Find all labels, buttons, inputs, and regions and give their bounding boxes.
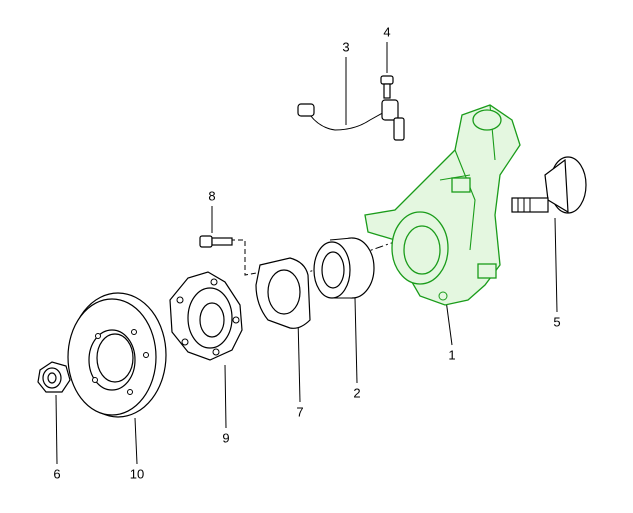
leader-5	[554, 217, 558, 313]
leader-2	[354, 297, 358, 384]
callout-5: 5	[553, 314, 561, 330]
callout-8: 8	[208, 188, 216, 204]
bolt-icon	[199, 235, 233, 248]
callout-2: 2	[353, 385, 361, 401]
speed-sensor-icon	[297, 99, 405, 141]
callout-9: 9	[222, 430, 230, 446]
hub-nut-icon	[37, 361, 71, 393]
leader-9	[224, 364, 227, 429]
sensor-screw-icon	[380, 75, 394, 99]
ball-joint-icon	[511, 156, 587, 214]
callout-3: 3	[342, 39, 350, 55]
steering-knuckle-icon	[364, 104, 521, 306]
callout-1: 1	[448, 347, 456, 363]
wheel-bearing-icon	[313, 237, 375, 299]
leader-6	[55, 394, 58, 465]
wheel-hub-icon	[169, 271, 243, 361]
callout-6: 6	[53, 466, 61, 482]
callout-4: 4	[383, 24, 391, 40]
callout-10: 10	[129, 466, 145, 482]
leader-1	[445, 299, 453, 346]
brake-disc-icon	[67, 292, 167, 418]
bolt-axis-line	[230, 239, 263, 276]
cover-plate-icon	[255, 257, 311, 329]
callout-7: 7	[296, 404, 304, 420]
leader-7	[297, 317, 301, 403]
leader-10	[134, 417, 138, 465]
